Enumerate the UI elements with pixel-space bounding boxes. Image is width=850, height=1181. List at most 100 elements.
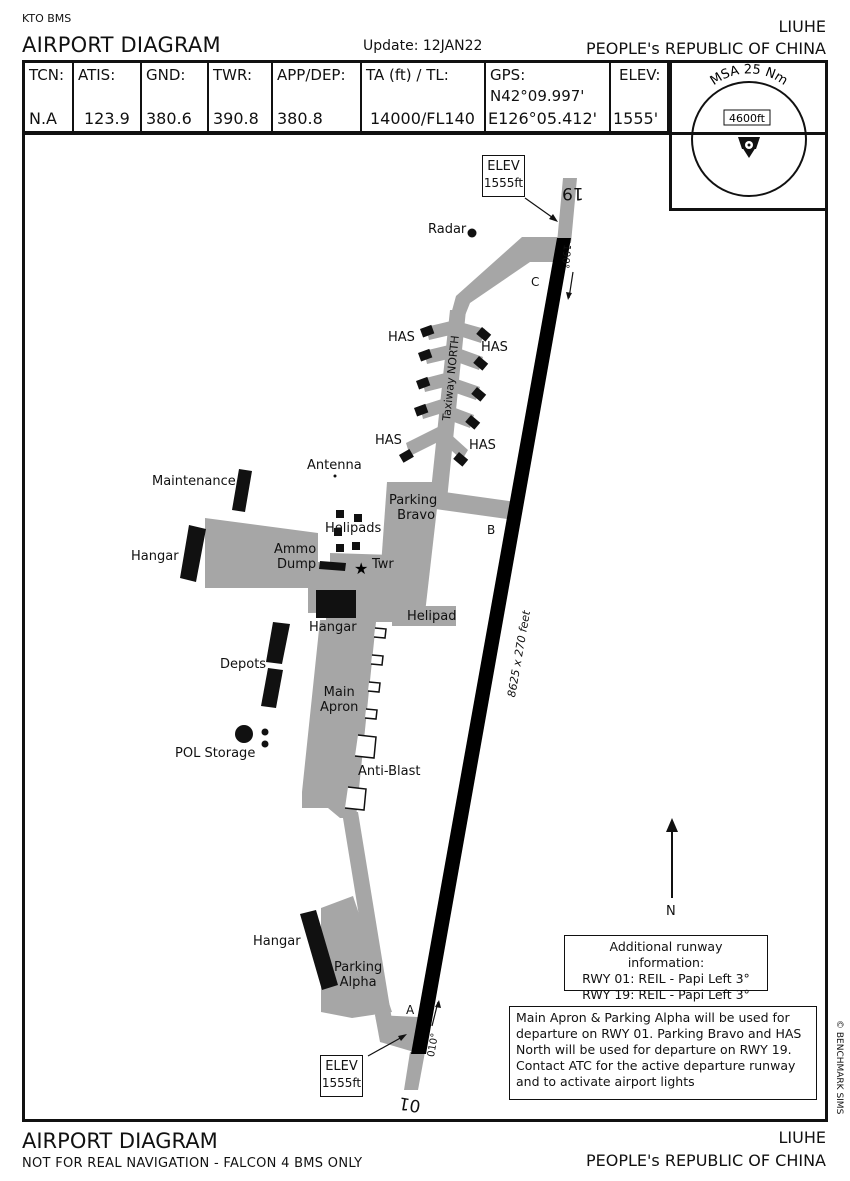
depot-building (266, 622, 290, 664)
maintenance-label: Maintenance (152, 474, 236, 489)
has-shelter-icon (399, 449, 414, 463)
freq-label: TA (ft) / TL: (366, 66, 449, 84)
freq-cell-gps: GPS: N42°09.997' E126°05.412' (486, 63, 611, 131)
has-branch (426, 320, 459, 340)
parking-bravo-line2: Bravo (397, 508, 436, 523)
footer-city: LIUHE (778, 1128, 826, 1147)
parking-bravo-label: Parking Bravo (389, 493, 437, 523)
departure-notes-box: Main Apron & Parking Alpha will be used … (509, 1006, 817, 1100)
freq-label: ELEV: (619, 66, 661, 84)
msa-altitude: 4600ft (729, 112, 766, 125)
taxiway-b-label: B (487, 523, 496, 537)
elev-north-box: ELEV 1555ft (482, 155, 525, 197)
chart-source-label: KTO BMS (22, 12, 72, 25)
elev-south-leader (367, 1035, 405, 1057)
pavement-layer (205, 178, 577, 1090)
hangar-west-building (180, 525, 206, 582)
ammo-dump-label: Ammo Dump (274, 542, 316, 572)
gps-latitude: N42°09.997' (490, 87, 585, 105)
tower-label: Twr (372, 557, 394, 572)
revetment (354, 734, 377, 759)
freq-value: 380.6 (146, 109, 192, 128)
freq-cell-twr: TWR: 390.8 (209, 63, 273, 131)
ammo-line1: Ammo (274, 542, 317, 557)
parking-alpha-label: Parking Alpha (334, 960, 382, 990)
radar-label: Radar (428, 222, 467, 237)
runway-01-number: 01 (397, 1092, 423, 1116)
helipad-marker (336, 544, 344, 552)
airport-country: PEOPLE's REPUBLIC OF CHINA (585, 39, 826, 58)
freq-value: 380.8 (277, 109, 323, 128)
hangar-south-label: Hangar (253, 934, 301, 949)
has-branch (456, 322, 485, 343)
has-branch (422, 372, 453, 392)
pol-tank-large (235, 725, 253, 743)
update-date: Update: 12JAN22 (363, 38, 483, 54)
parking-bravo (377, 482, 440, 622)
south-taxiway (342, 812, 392, 1020)
freq-cell-tcn: TCN: N.A (25, 63, 74, 131)
has-label: HAS (481, 340, 508, 355)
anti-blast-label: Anti-Blast (358, 764, 421, 779)
radar-icon (467, 228, 477, 238)
helipad-marker (334, 528, 342, 536)
revetments (344, 627, 387, 811)
has-shelters (399, 324, 492, 467)
freq-value: 14000/FL140 (370, 109, 475, 128)
antenna-icon (333, 474, 337, 478)
helipad-label: Helipad (407, 609, 457, 624)
note-line: departure on RWY 01. Parking Bravo and H… (516, 1026, 802, 1041)
freq-value: 123.9 (84, 109, 130, 128)
has-branch (406, 425, 446, 456)
freq-cell-appdep: APP/DEP: 380.8 (273, 63, 362, 131)
runway-info-title: Additional runway information: (609, 939, 723, 970)
airport-city: LIUHE (778, 17, 826, 36)
runway-01-overrun (404, 1052, 425, 1090)
pol-storage-label: POL Storage (175, 746, 256, 761)
north-label: N (666, 904, 676, 919)
hangar-mid-building (316, 590, 356, 618)
freq-value: 1555' (613, 109, 659, 128)
runway-19-overrun (557, 178, 577, 243)
footer-title: AIRPORT DIAGRAM (22, 1129, 218, 1153)
maintenance-building (232, 469, 252, 512)
has-shelter-icon (416, 376, 431, 390)
runway-01-19 (411, 238, 571, 1054)
hangar-south-building (300, 910, 338, 990)
freq-label: GND: (146, 66, 186, 84)
west-apron (205, 518, 392, 613)
runway-19-number: 19 (562, 183, 584, 203)
elev-south-value: 1555ft (321, 1076, 362, 1090)
arrow-icon (435, 1000, 441, 1008)
revetment (364, 708, 378, 720)
has-shelter-icon (471, 387, 487, 402)
buildings (180, 228, 477, 990)
freq-cell-gnd: GND: 380.6 (142, 63, 209, 131)
msa-graphic: MSA 25 Nm 4600ft (691, 63, 807, 197)
revetment (373, 627, 387, 639)
main-apron-line1: Main (323, 685, 355, 700)
freq-label: TCN: (29, 66, 65, 84)
has-label: HAS (469, 438, 496, 453)
north-arrow-icon (666, 818, 678, 832)
main-apron-line2: Apron (320, 700, 359, 715)
helipad-marker (352, 542, 360, 550)
note-line: Contact ATC for the active departure run… (516, 1058, 796, 1073)
note-line: and to activate airport lights (516, 1074, 695, 1089)
hangar-mid-label: Hangar (309, 620, 357, 635)
msa-circle (691, 81, 807, 197)
revetment (367, 681, 381, 693)
freq-cell-atis: ATIS: 123.9 (74, 63, 142, 131)
freq-cell-elev: ELEV: 1555' (611, 63, 667, 131)
pol-tank-small (261, 740, 269, 748)
runway-info-line2: RWY 19: REIL - Papi Left 3° (582, 987, 750, 1002)
note-line: North will be used for departure on RWY … (516, 1042, 792, 1057)
main-apron-label: Main Apron (320, 685, 358, 715)
ammo-line2: Dump (277, 557, 317, 572)
hangar-west-label: Hangar (131, 549, 179, 564)
msa-altitude-box (723, 109, 771, 126)
taxiway-b (428, 490, 516, 520)
parking-bravo-line1: Parking (389, 493, 438, 508)
main-apron (302, 592, 392, 818)
